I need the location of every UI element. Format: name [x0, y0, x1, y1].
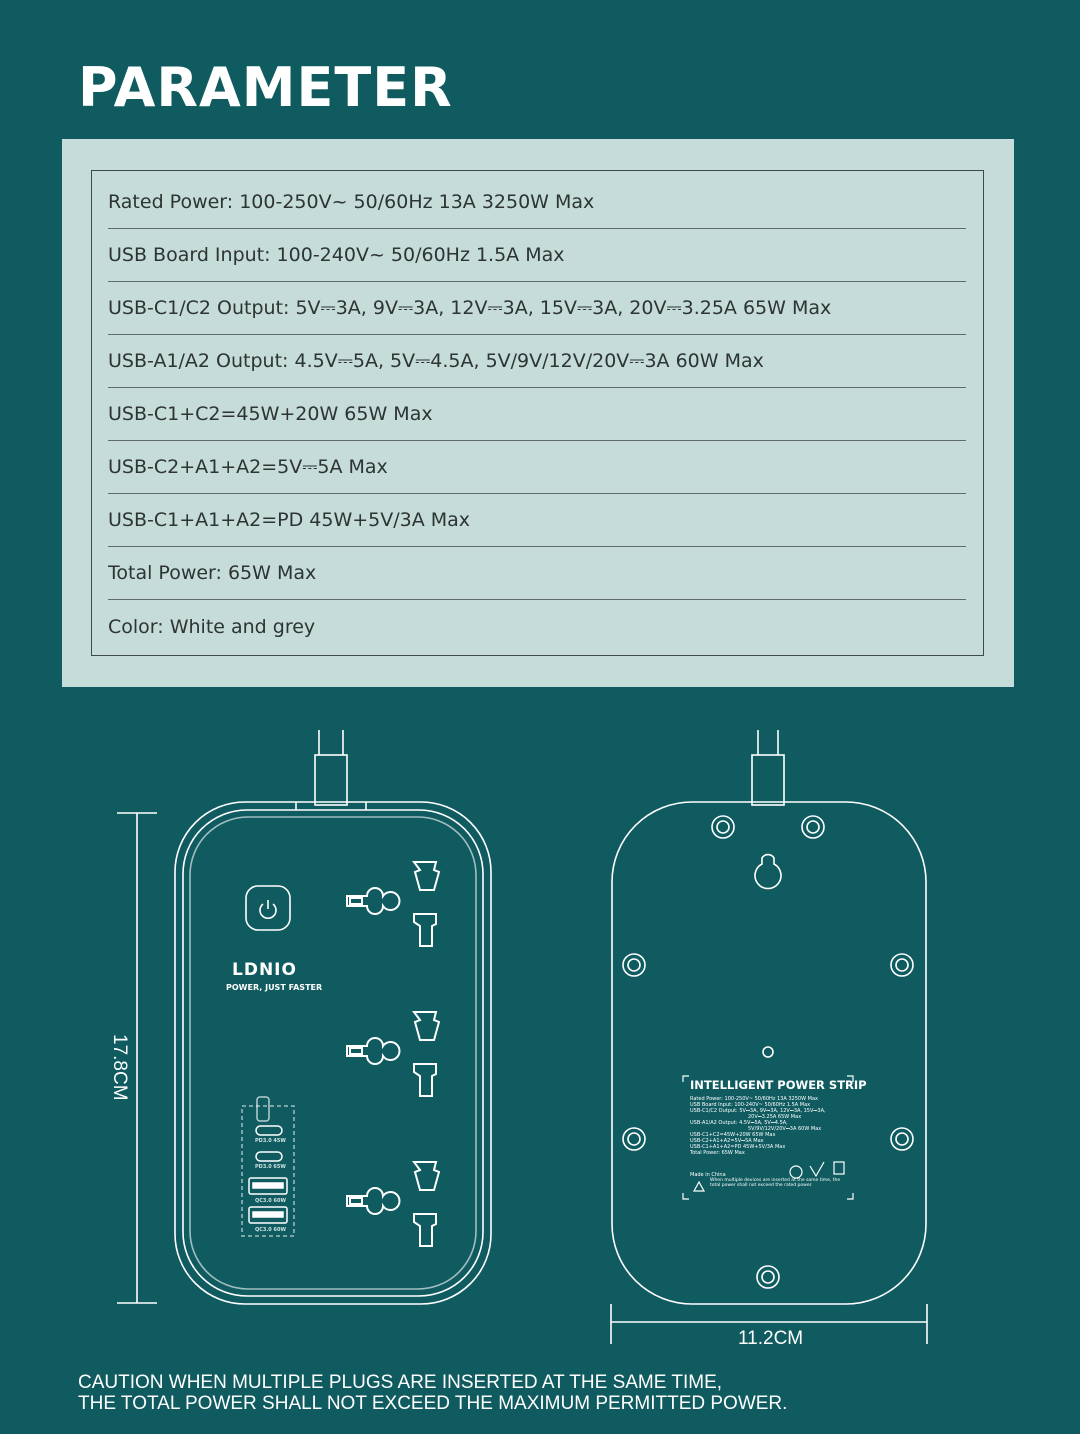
rear-label-line: Total Power: 65W Max	[690, 1150, 745, 1156]
port-label: QC3.0 60W	[255, 1198, 286, 1204]
rear-label-line: USB-C1/C2 Output: 5V⎓3A, 9V⎓3A, 12V⎓3A, …	[690, 1108, 826, 1114]
parameter-text: USB-C1+A1+A2=PD 45W+5V/3A Max	[108, 509, 471, 531]
parameter-row: USB-C2+A1+A2=5V⎓5A Max	[108, 441, 966, 494]
parameter-panel: Rated Power: 100-250V~ 50/60Hz 13A 3250W…	[62, 139, 1014, 687]
parameter-row: USB Board Input: 100-240V~ 50/60Hz 1.5A …	[108, 229, 966, 282]
height-label: 17.8CM	[109, 1034, 130, 1101]
rear-label-line: 20V⎓3.25A 65W Max	[748, 1114, 802, 1120]
rear-label: INTELLIGENT POWER STRIP Rated Power: 100…	[690, 1078, 867, 1188]
rear-label-line: USB Board Input: 100-240V~ 50/60Hz 1.5A …	[690, 1102, 811, 1108]
brand-logo: LDNIO	[232, 960, 297, 980]
parameter-row: USB-A1/A2 Output: 4.5V⎓5A, 5V⎓4.5A, 5V/9…	[108, 335, 966, 388]
width-dimension-line	[610, 1304, 928, 1344]
port-label: QC3.0 60W	[255, 1227, 286, 1233]
width-label: 11.2CM	[738, 1328, 804, 1349]
parameter-table: Rated Power: 100-250V~ 50/60Hz 13A 3250W…	[91, 170, 984, 656]
height-dimension-line	[117, 812, 157, 1304]
parameter-text: USB-A1/A2 Output: 4.5V⎓5A, 5V⎓4.5A, 5V/9…	[108, 350, 764, 372]
rear-label-line: 5V/9V/12V/20V⎓3A 60W Max	[748, 1126, 822, 1132]
rear-label-line: Rated Power: 100-250V~ 50/60Hz 13A 3250W…	[690, 1096, 818, 1102]
port-label: PD3.0 65W	[255, 1164, 286, 1170]
rear-label-title: INTELLIGENT POWER STRIP	[690, 1078, 867, 1092]
parameter-text: Total Power: 65W Max	[108, 562, 317, 584]
mounting-screw-icon	[622, 815, 914, 1289]
universal-socket-icon	[346, 861, 441, 1247]
parameter-text: USB-C2+A1+A2=5V⎓5A Max	[108, 456, 388, 478]
parameter-row: Total Power: 65W Max	[108, 547, 966, 600]
usb-port-panel	[241, 1096, 295, 1237]
port-label: PD3.0 45W	[255, 1138, 286, 1144]
usb-a-port-icon	[248, 1177, 288, 1195]
usb-c-port-icon	[255, 1125, 283, 1136]
caution-line: THE TOTAL POWER SHALL NOT EXCEED THE MAX…	[78, 1393, 788, 1414]
caution-line: CAUTION WHEN MULTIPLE PLUGS ARE INSERTED…	[78, 1372, 723, 1393]
certification-marks	[692, 1161, 845, 1192]
parameter-row: USB-C1+C2=45W+20W 65W Max	[108, 388, 966, 441]
parameter-text: USB Board Input: 100-240V~ 50/60Hz 1.5A …	[108, 244, 565, 266]
parameter-text: Rated Power: 100-250V~ 50/60Hz 13A 3250W…	[108, 191, 595, 213]
parameter-row: Rated Power: 100-250V~ 50/60Hz 13A 3250W…	[108, 176, 966, 229]
front-view	[174, 730, 492, 1305]
page-title: PARAMETER	[78, 56, 453, 119]
brand-slogan: POWER, JUST FASTER	[226, 983, 323, 992]
rear-view	[611, 730, 927, 1305]
rear-label-line: USB-C1+C2=45W+20W 65W Max	[690, 1132, 776, 1138]
parameter-row: USB-C1/C2 Output: 5V⎓3A, 9V⎓3A, 12V⎓3A, …	[108, 282, 966, 335]
parameter-row: USB-C1+A1+A2=PD 45W+5V/3A Max	[108, 494, 966, 547]
parameter-text: Color: White and grey	[108, 615, 316, 638]
parameter-row: Color: White and grey	[108, 600, 966, 653]
rear-label-line: USB-C2+A1+A2=5V⎓5A Max	[690, 1138, 764, 1144]
usb-a-port-icon	[248, 1206, 288, 1224]
parameter-text: USB-C1/C2 Output: 5V⎓3A, 9V⎓3A, 12V⎓3A, …	[108, 297, 832, 319]
rear-label-line: USB-A1/A2 Output: 4.5V⎓5A, 5V⎓4.5A,	[690, 1120, 788, 1126]
caution-text: CAUTION WHEN MULTIPLE PLUGS ARE INSERTED…	[78, 1372, 787, 1414]
power-button-icon	[245, 885, 291, 931]
made-in-text: Made in China	[690, 1172, 726, 1178]
keyhole-icon	[754, 853, 782, 890]
rear-warning-text: When multiple devices are inserted at th…	[710, 1178, 841, 1188]
parameter-text: USB-C1+C2=45W+20W 65W Max	[108, 403, 433, 425]
usb-c-port-icon	[255, 1151, 283, 1162]
rear-label-line: USB-C1+A1+A2=PD 45W+5V/3A Max	[690, 1144, 786, 1150]
